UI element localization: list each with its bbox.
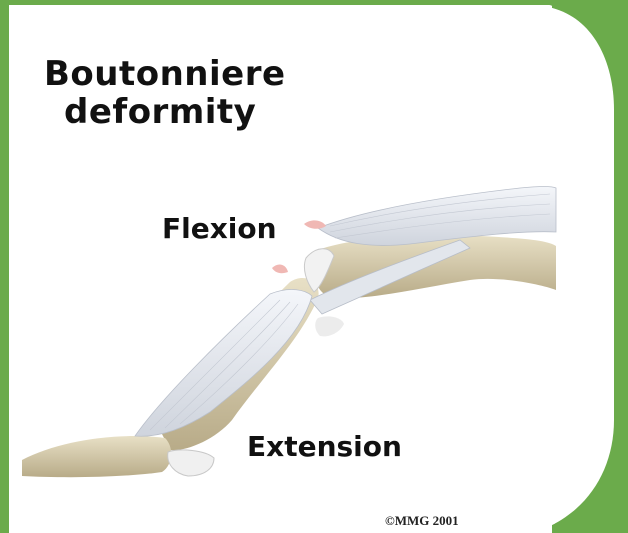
title-line-2: deformity: [64, 92, 256, 132]
tendon-end-middle: [272, 265, 288, 274]
middle-joint-cartilage: [315, 316, 344, 336]
extension-label: Extension: [247, 430, 402, 463]
dip-joint-cartilage: [168, 450, 214, 476]
distal-phalanx-bone: [22, 436, 171, 477]
diagram-title: Boutonniere deformity: [44, 55, 286, 131]
copyright-notice: ©MMG 2001: [385, 513, 459, 529]
tendon-end-upper: [304, 220, 326, 228]
title-line-1: Boutonniere: [44, 54, 286, 94]
flexion-label: Flexion: [162, 212, 277, 245]
